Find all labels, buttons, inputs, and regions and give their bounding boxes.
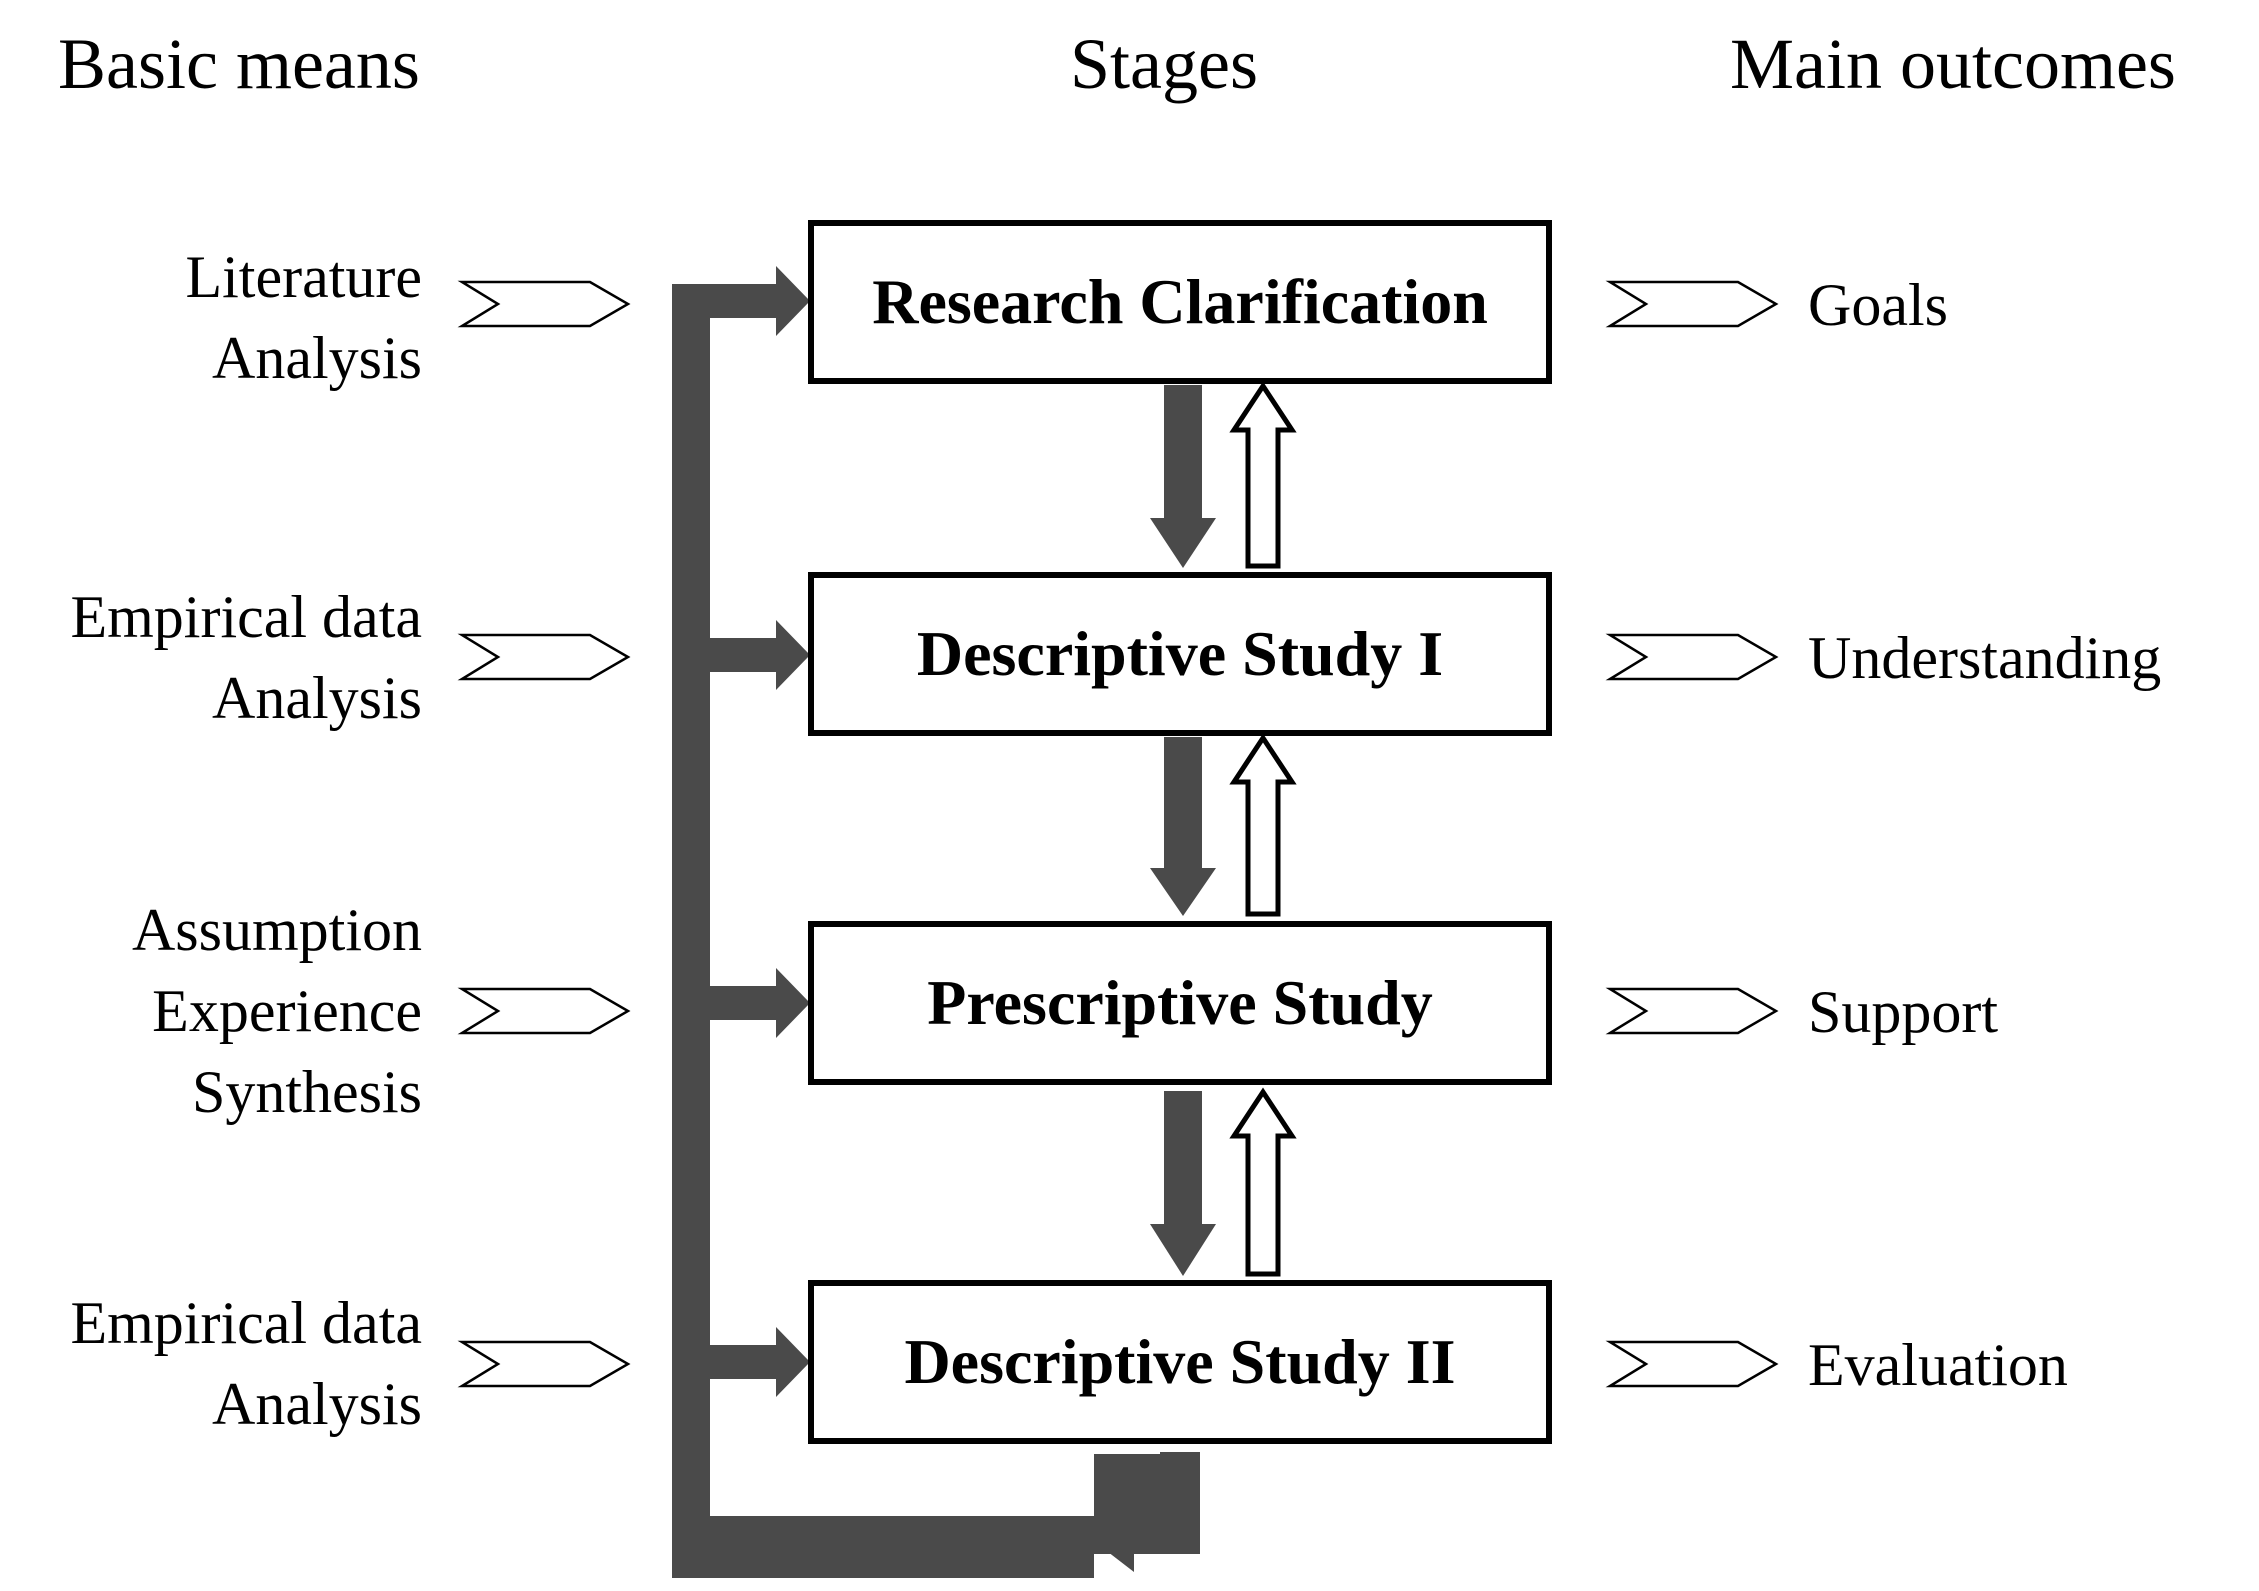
outcome-chevron-3 bbox=[1605, 987, 1779, 1035]
means-chevron-2 bbox=[457, 633, 631, 681]
outcome-chevron-2 bbox=[1605, 633, 1779, 681]
branch-arrow-prescriptive-study bbox=[672, 968, 810, 1038]
feedback-loop-vertical bbox=[672, 284, 710, 1554]
means-chevron-1 bbox=[457, 280, 631, 328]
means-descriptive-study-1: Empirical data Analysis bbox=[70, 577, 422, 739]
means-line: Analysis bbox=[212, 1371, 422, 1437]
means-line: Empirical data bbox=[70, 1290, 422, 1356]
down-arrow-1 bbox=[1150, 385, 1216, 568]
outcome-goals: Goals bbox=[1808, 272, 1948, 338]
outcome-understanding: Understanding bbox=[1808, 625, 2162, 691]
up-arrow-1 bbox=[1229, 381, 1297, 569]
feedback-return-arrowhead bbox=[1086, 1498, 1134, 1572]
header-main-outcomes: Main outcomes bbox=[1730, 24, 2176, 104]
branch-arrow-descriptive-study-1 bbox=[672, 620, 810, 690]
means-chevron-4 bbox=[457, 1340, 631, 1388]
feedback-loop-bottom bbox=[672, 1516, 1170, 1554]
outcome-evaluation: Evaluation bbox=[1808, 1332, 2068, 1398]
outcome-chevron-4 bbox=[1605, 1340, 1779, 1388]
stage-prescriptive-study: Prescriptive Study bbox=[808, 921, 1552, 1085]
header-stages: Stages bbox=[1070, 24, 1258, 104]
means-chevron-3 bbox=[457, 987, 631, 1035]
stage-descriptive-study-1: Descriptive Study I bbox=[808, 572, 1552, 736]
means-line: Assumption bbox=[131, 897, 422, 963]
means-line: Synthesis bbox=[191, 1059, 422, 1125]
feedback-loop-rise bbox=[1160, 1452, 1200, 1554]
up-arrow-2 bbox=[1229, 733, 1297, 917]
stage-descriptive-study-2: Descriptive Study II bbox=[808, 1280, 1552, 1444]
means-prescriptive-study: Assumption Experience Synthesis bbox=[132, 890, 422, 1133]
means-line: Experience bbox=[152, 978, 422, 1044]
means-descriptive-study-2: Empirical data Analysis bbox=[70, 1283, 422, 1445]
means-line: Analysis bbox=[212, 325, 422, 391]
up-arrow-3 bbox=[1229, 1087, 1297, 1277]
branch-arrow-research-clarification bbox=[672, 266, 810, 336]
means-line: Empirical data bbox=[70, 584, 422, 650]
branch-arrow-descriptive-study-2 bbox=[672, 1327, 810, 1397]
means-research-clarification: Literature Analysis bbox=[185, 237, 422, 399]
outcome-chevron-1 bbox=[1605, 280, 1779, 328]
down-arrow-2 bbox=[1150, 737, 1216, 916]
stage-research-clarification: Research Clarification bbox=[808, 220, 1552, 384]
down-arrow-3 bbox=[1150, 1091, 1216, 1276]
outcome-support: Support bbox=[1808, 979, 1999, 1045]
header-basic-means: Basic means bbox=[58, 24, 420, 104]
means-line: Literature bbox=[185, 244, 422, 310]
means-line: Analysis bbox=[212, 665, 422, 731]
